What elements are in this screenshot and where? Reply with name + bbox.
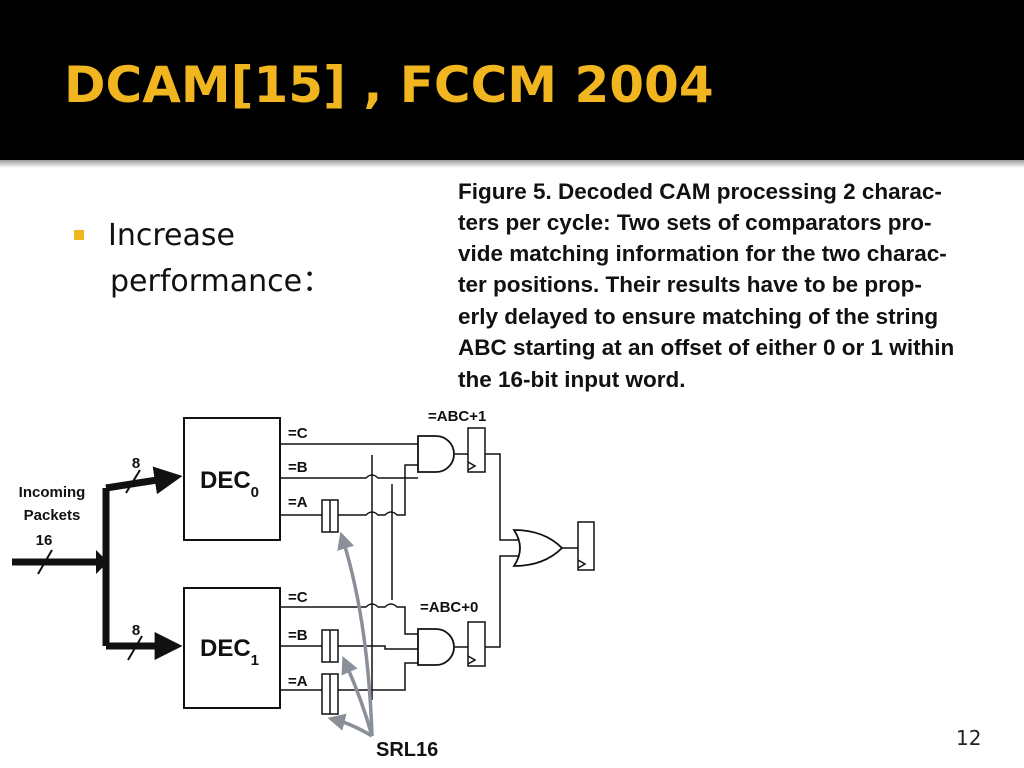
caption-line: vide matching information for the two ch… — [458, 241, 947, 266]
input-label-line1: Incoming — [19, 484, 86, 501]
dec0-block — [183, 417, 281, 541]
dec0-subscript: 0 — [251, 484, 259, 501]
dec1-output-a: =A — [288, 673, 308, 690]
input-arrow-head — [96, 550, 108, 574]
bus-width-tick — [127, 635, 143, 661]
srl16-pointer-arrows — [327, 531, 374, 738]
input-bus — [12, 466, 183, 661]
and-gate-top — [417, 435, 455, 473]
dec0-output-c: =C — [288, 425, 308, 442]
caption-line: Figure 5. Decoded CAM processing 2 chara… — [458, 179, 942, 204]
bullet-square-icon — [74, 230, 84, 240]
dec1-output-c: =C — [288, 589, 308, 606]
bus-width-top: 8 — [132, 455, 140, 472]
caption-line: ter positions. Their results have to be … — [458, 272, 922, 297]
srl16-registers — [321, 499, 339, 715]
bus-width-bottom: 8 — [132, 622, 140, 639]
title-divider — [0, 160, 1024, 168]
flip-flop-bottom — [467, 621, 486, 667]
dec1-block — [183, 587, 281, 709]
bus-width-tick — [37, 549, 53, 575]
dec0-label: DEC0 — [200, 467, 259, 501]
dec0-output-a: =A — [288, 494, 308, 511]
dec1-subscript: 1 — [251, 652, 259, 669]
bus-width-tick — [125, 469, 141, 494]
srl16-label: SRL16 — [376, 739, 438, 761]
or-gate — [512, 529, 564, 567]
flip-flop-output — [577, 521, 595, 571]
and-top-label: =ABC+1 — [428, 408, 486, 425]
bus-to-dec0 — [105, 466, 183, 495]
flip-flop-top — [467, 427, 486, 473]
signal-wires — [280, 443, 578, 700]
page-number: 12 — [956, 726, 982, 750]
title-bar: DCAM[15] , FCCM 2004 — [0, 0, 1024, 160]
slide-title: DCAM[15] , FCCM 2004 — [64, 56, 714, 114]
dec0-output-b: =B — [288, 459, 308, 476]
caption-line: ABC starting at an offset of either 0 or… — [458, 335, 955, 360]
input-label-line2: Packets — [24, 507, 81, 524]
dec1-name: DEC — [200, 635, 251, 662]
dec1-output-b: =B — [288, 627, 308, 644]
dec0-name: DEC — [200, 467, 251, 494]
caption-line: erly delayed to ensure matching of the s… — [458, 304, 939, 329]
and-bottom-label: =ABC+0 — [420, 599, 478, 616]
and-gate-bottom — [417, 628, 455, 666]
dec1-label: DEC1 — [200, 635, 259, 669]
input-bus-width: 16 — [36, 532, 53, 549]
caption-line: the 16-bit input word. — [458, 367, 686, 392]
figure-caption: Figure 5. Decoded CAM processing 2 chara… — [450, 168, 1020, 396]
bullet-text-line2: performance： — [110, 264, 333, 299]
bullet-text-line1: Increase — [108, 218, 235, 253]
caption-line: ters per cycle: Two sets of comparators … — [458, 210, 932, 235]
